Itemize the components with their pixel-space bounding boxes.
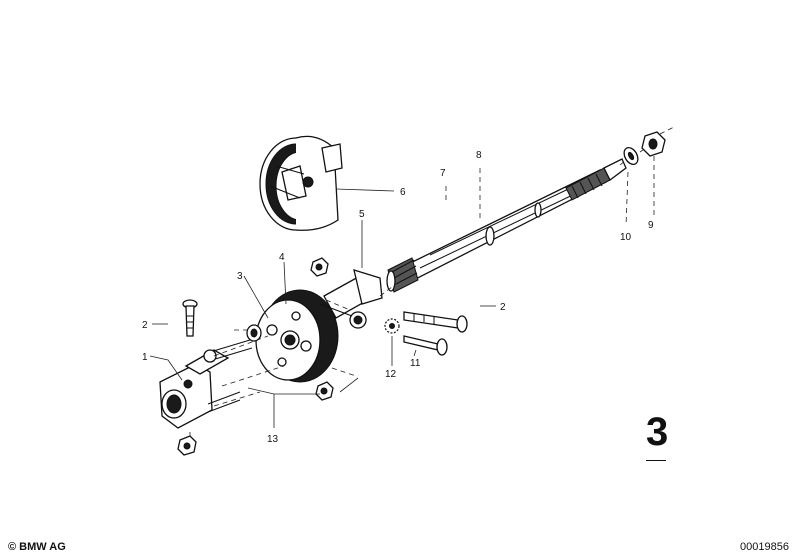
document-number: 00019856	[740, 541, 789, 553]
lock-washer	[623, 146, 639, 166]
section-group-mark: 3	[646, 410, 669, 454]
callout-labels: 1 2 2 3 4 5 6 7 8 9 10 11 12 13	[142, 150, 654, 445]
flange-nut	[310, 257, 329, 277]
copyright-label: © BMW AG	[8, 541, 66, 553]
group-mark-underline	[646, 460, 666, 461]
callout-9: 9	[648, 220, 654, 231]
callout-11: 11	[410, 358, 421, 369]
callout-1: 1	[142, 352, 148, 363]
serrated-washer	[384, 318, 400, 334]
callout-12: 12	[385, 369, 397, 380]
callout-7: 7	[440, 168, 446, 179]
callout-2-right: 2	[500, 302, 506, 313]
assembly-lines	[189, 125, 677, 438]
yoke-nut	[177, 435, 197, 456]
shaft-flange	[319, 269, 383, 329]
hex-nut	[641, 131, 666, 157]
clamp-bolt-left	[182, 299, 198, 337]
universal-joint-yoke	[159, 339, 253, 429]
callout-3: 3	[237, 271, 243, 282]
centering-sleeve	[246, 324, 262, 342]
clamp-bolt-right	[403, 311, 468, 333]
callout-10: 10	[620, 232, 632, 243]
callout-5: 5	[359, 209, 365, 220]
callout-13: 13	[267, 434, 279, 445]
callout-6: 6	[400, 187, 406, 198]
flexible-disc	[255, 289, 339, 383]
hex-bolt	[403, 335, 448, 356]
steering-shaft	[386, 158, 627, 293]
callout-4: 4	[279, 252, 285, 263]
leader-lines	[149, 188, 496, 428]
protective-cap	[259, 135, 343, 231]
disc-nut	[315, 381, 334, 401]
callout-8: 8	[476, 150, 482, 161]
callout-2-left: 2	[142, 320, 148, 331]
